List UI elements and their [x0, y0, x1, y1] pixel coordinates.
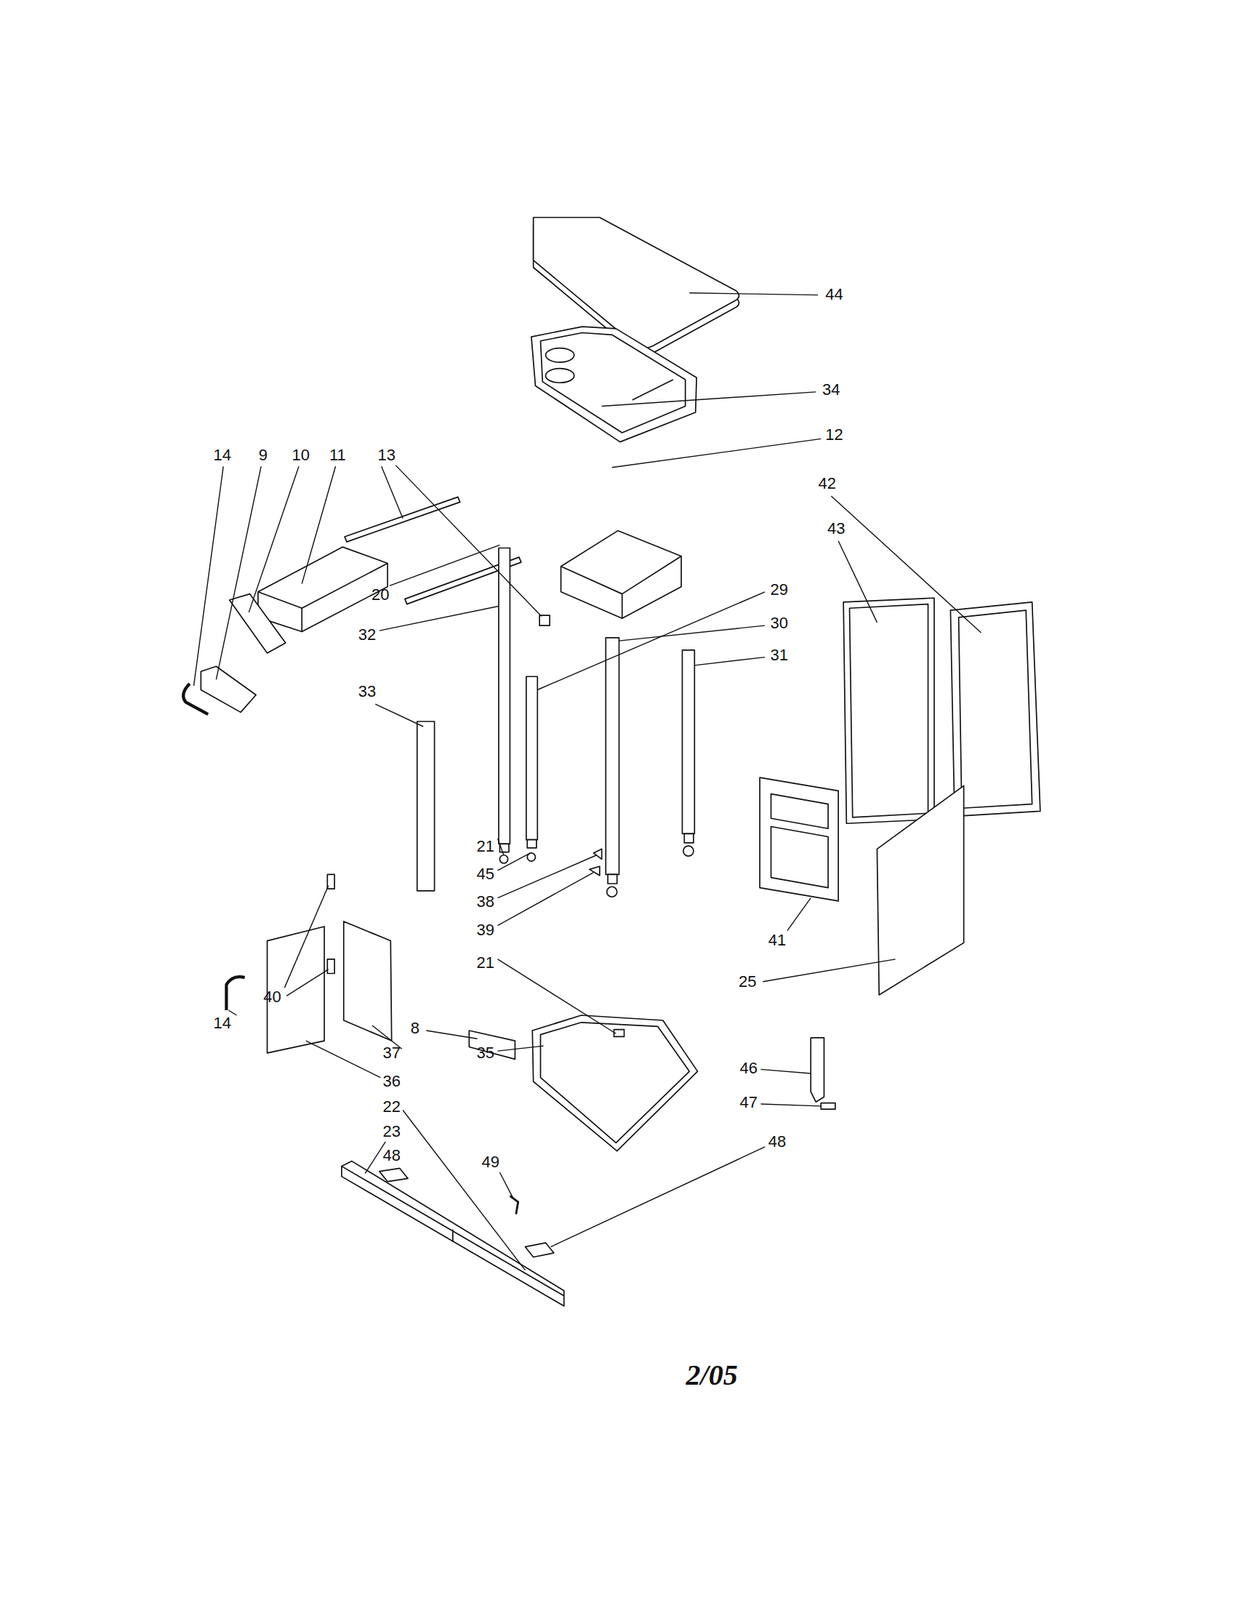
callout-number: 25 [738, 973, 757, 990]
door [950, 601, 1040, 817]
handle [226, 976, 245, 1010]
countertop-face [533, 217, 740, 349]
bolt [820, 1102, 836, 1109]
window [771, 793, 829, 829]
window [771, 825, 829, 887]
callout-number: 23 [382, 1123, 400, 1140]
callout-number: 21 [476, 838, 494, 855]
callout-number: 34 [822, 381, 840, 398]
door [759, 777, 839, 901]
post [681, 649, 695, 834]
hole [545, 368, 575, 384]
bracket [539, 615, 550, 626]
drawer-slide [344, 496, 461, 542]
side-panel [876, 785, 964, 995]
callout-number: 14 [213, 1014, 232, 1031]
u-box [561, 530, 682, 619]
u-box-edge [561, 556, 682, 594]
callout-number: 12 [825, 426, 843, 443]
drawer-plate [229, 593, 286, 653]
hole [545, 348, 575, 363]
callout-number: 46 [739, 1059, 757, 1076]
top-frame [531, 326, 697, 443]
callout-number: 22 [382, 1098, 400, 1115]
back-panel [343, 921, 392, 1041]
callout-number: 30 [769, 615, 788, 632]
block [379, 1167, 408, 1181]
callout-number: 49 [482, 1153, 500, 1170]
post [526, 676, 538, 839]
post [498, 548, 510, 845]
callout-number: 13 [377, 447, 395, 464]
callout-number: 9 [258, 447, 268, 464]
callout-number: 35 [476, 1044, 494, 1061]
bracket [810, 1037, 824, 1102]
post [605, 637, 619, 874]
date-note: 2/05 [686, 1360, 738, 1390]
callout-number: 37 [382, 1044, 400, 1061]
callout-number: 41 [768, 932, 786, 949]
callout-number: 36 [382, 1073, 400, 1090]
drawer-edge [258, 563, 388, 609]
handle [183, 683, 208, 714]
plinth-edge [341, 1166, 565, 1296]
clip [509, 1195, 518, 1214]
hinge [327, 958, 335, 974]
drawer-edge [300, 607, 303, 632]
callout-number: 48 [768, 1133, 786, 1150]
channel [417, 721, 435, 891]
callout-number: 42 [817, 475, 836, 492]
callout-number: 14 [213, 447, 232, 464]
callout-number: 29 [769, 581, 788, 598]
callout-number: 40 [263, 988, 281, 1005]
callout-number: 8 [410, 1019, 420, 1036]
plinth [341, 1161, 565, 1306]
callout-number: 48 [382, 1147, 400, 1164]
callout-number: 31 [769, 647, 788, 664]
leader-lines [194, 292, 982, 1271]
door-inner [958, 609, 1033, 808]
bracket [593, 848, 602, 859]
base-frame-inner [540, 1022, 690, 1143]
side-panel-inner [849, 604, 929, 818]
callout-number: 32 [358, 626, 376, 643]
callout-number: 33 [358, 683, 376, 700]
top-frame-inner [540, 332, 685, 433]
u-box-edge [621, 593, 624, 619]
callout-number: 21 [476, 954, 494, 971]
callout-number: 11 [329, 447, 347, 464]
callout-number: 10 [292, 447, 310, 464]
plinth-joint [452, 1229, 454, 1242]
callout-number: 20 [371, 586, 389, 603]
drawer-box [258, 546, 388, 632]
callout-number: 47 [739, 1094, 757, 1111]
callout-number: 44 [825, 286, 843, 303]
callout-number: 39 [476, 921, 494, 938]
callout-number: 38 [476, 893, 494, 910]
drawer-front [200, 665, 256, 712]
callout-number: 43 [827, 520, 845, 537]
rail [632, 379, 674, 400]
block [524, 1242, 554, 1257]
base-frame [532, 1014, 698, 1151]
callout-number: 45 [476, 865, 494, 882]
side-panel [843, 597, 935, 823]
